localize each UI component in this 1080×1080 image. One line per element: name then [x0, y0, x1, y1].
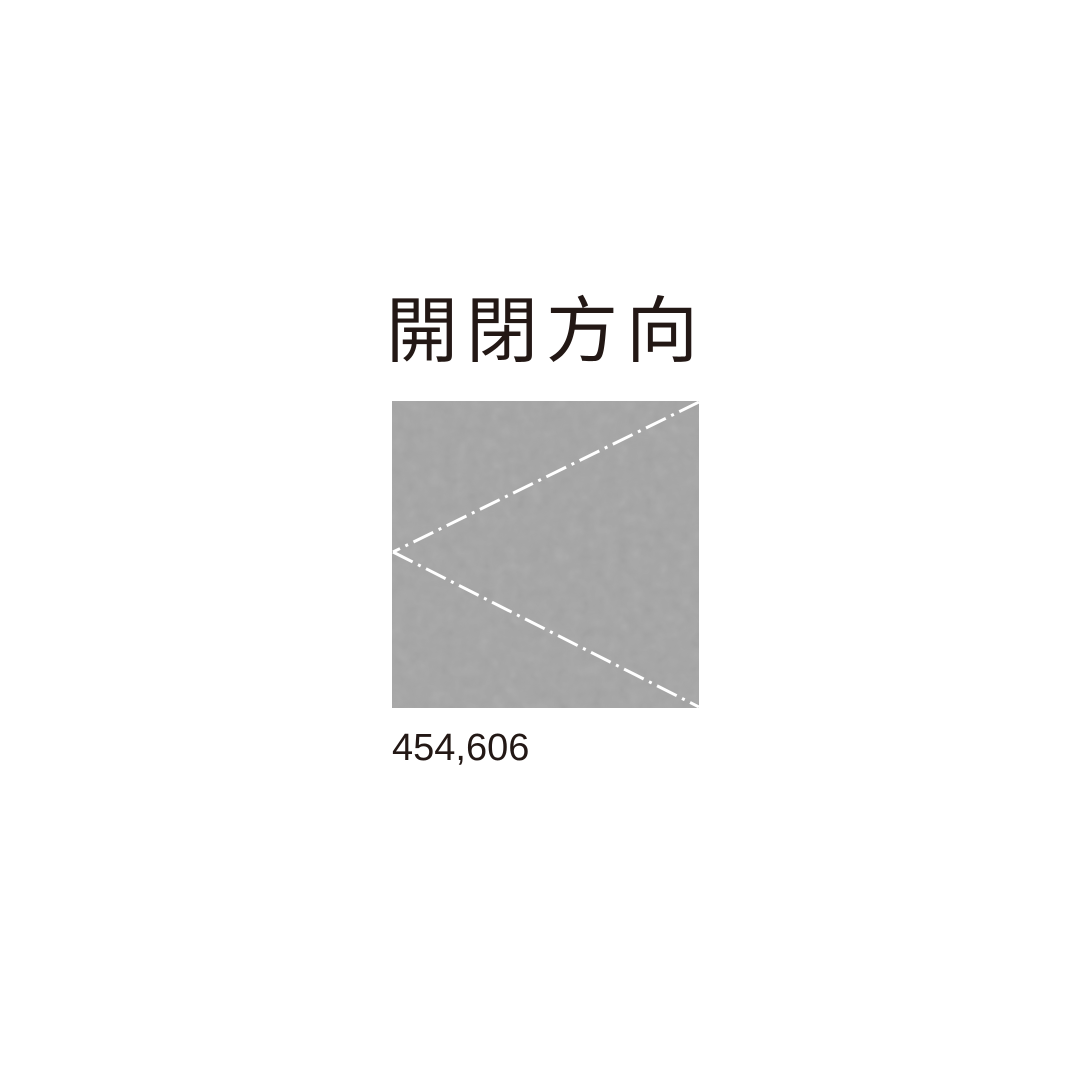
- opening-line-upper: [392, 401, 699, 554]
- diagram-title: 開閉方向: [386, 289, 707, 373]
- door-panel-graphic: [392, 401, 699, 708]
- door-panel: [392, 401, 699, 708]
- opening-line-lower: [392, 550, 699, 708]
- panel-texture: [392, 401, 699, 708]
- size-caption: 454,606: [392, 727, 530, 769]
